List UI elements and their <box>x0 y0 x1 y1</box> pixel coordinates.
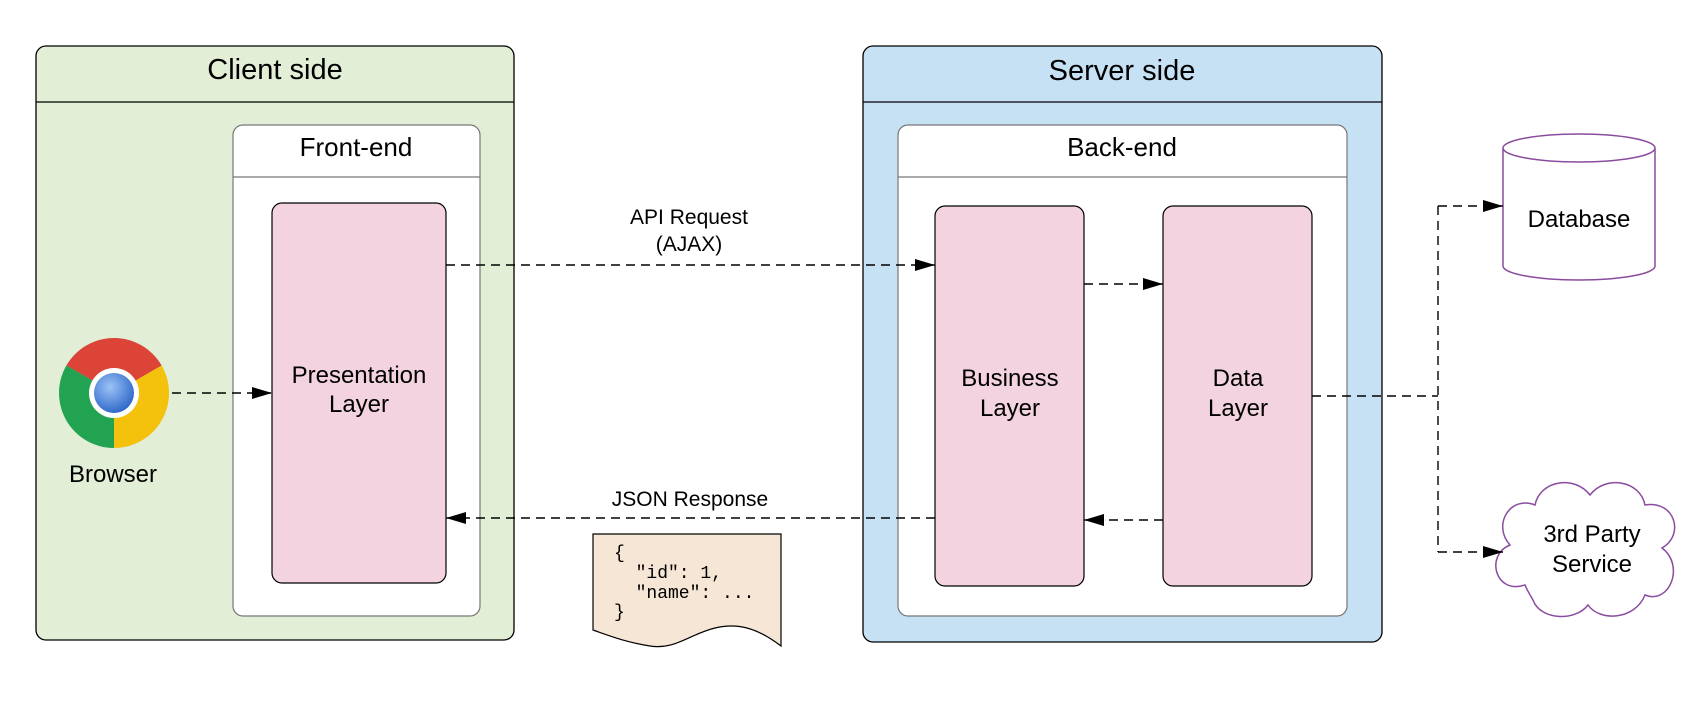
json-line-1: { <box>614 544 625 564</box>
json-line-3: "name": ... <box>614 584 754 604</box>
cloud-icon <box>1495 481 1676 618</box>
frontend-title: Front-end <box>300 132 413 162</box>
presentation-layer-label-line2: Layer <box>329 391 389 418</box>
business-layer-label-line2: Layer <box>980 395 1040 422</box>
data-layer-label-line2: Layer <box>1208 395 1268 422</box>
backend-title: Back-end <box>1067 132 1177 162</box>
json-line-2: "id": 1, <box>614 564 722 584</box>
client-side-title: Client side <box>207 54 342 86</box>
presentation-layer-box: Presentation Layer <box>271 202 447 584</box>
database-label: Database <box>1528 206 1631 233</box>
data-layer-label-line1: Data <box>1213 365 1264 392</box>
business-layer-label-line1: Business <box>961 365 1058 392</box>
json-response-label: JSON Response <box>612 488 768 511</box>
business-layer-box: Business Layer <box>934 205 1085 587</box>
json-document-icon <box>592 533 782 648</box>
third-party-label-line1: 3rd Party <box>1543 521 1640 548</box>
third-party-label-line2: Service <box>1552 551 1632 578</box>
data-layer-box: Data Layer <box>1162 205 1313 587</box>
api-request-label-line1: API Request <box>630 206 748 229</box>
json-line-4: } <box>614 603 625 623</box>
database-cylinder-icon <box>1502 133 1656 281</box>
browser-label: Browser <box>69 461 157 488</box>
browser-icon <box>59 338 169 448</box>
server-side-title: Server side <box>1049 55 1196 87</box>
api-request-label-line2: (AJAX) <box>656 233 723 256</box>
presentation-layer-label-line1: Presentation <box>292 362 427 389</box>
